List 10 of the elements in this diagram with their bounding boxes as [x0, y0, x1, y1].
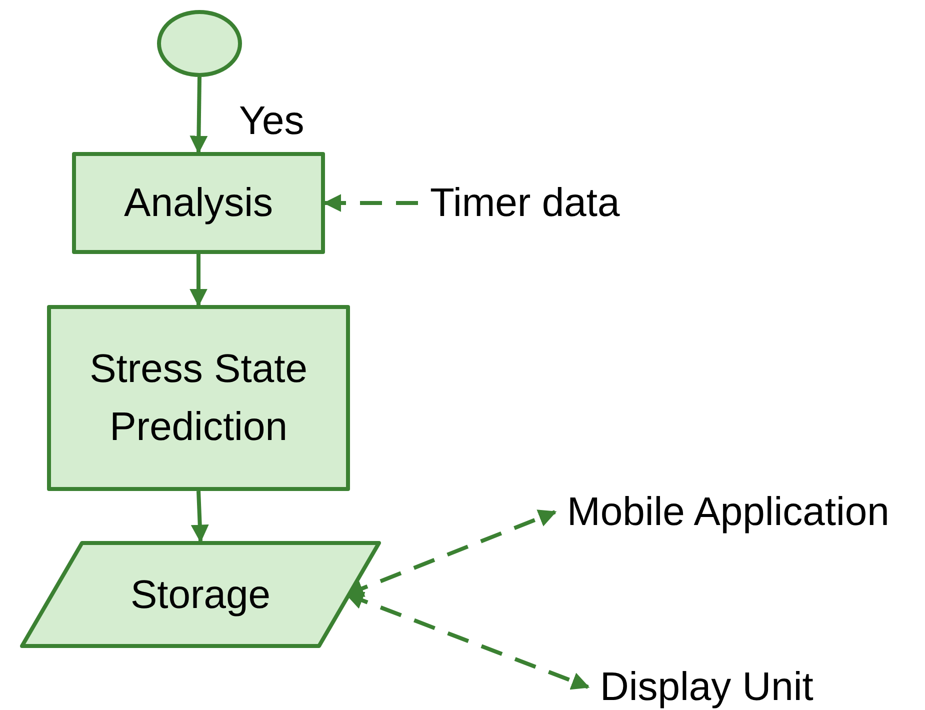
process-box: Analysis: [72, 152, 325, 254]
arrow: [190, 76, 208, 154]
text-label: Mobile Application: [567, 490, 917, 534]
arrow: [190, 254, 208, 307]
text-label: Timer data: [430, 181, 660, 225]
process-box: Stress State Prediction: [47, 305, 350, 491]
arrow: [323, 194, 418, 212]
text-label: Display Unit: [600, 665, 835, 709]
data-parallelogram: Storage: [20, 541, 381, 648]
arrow: [190, 490, 209, 543]
